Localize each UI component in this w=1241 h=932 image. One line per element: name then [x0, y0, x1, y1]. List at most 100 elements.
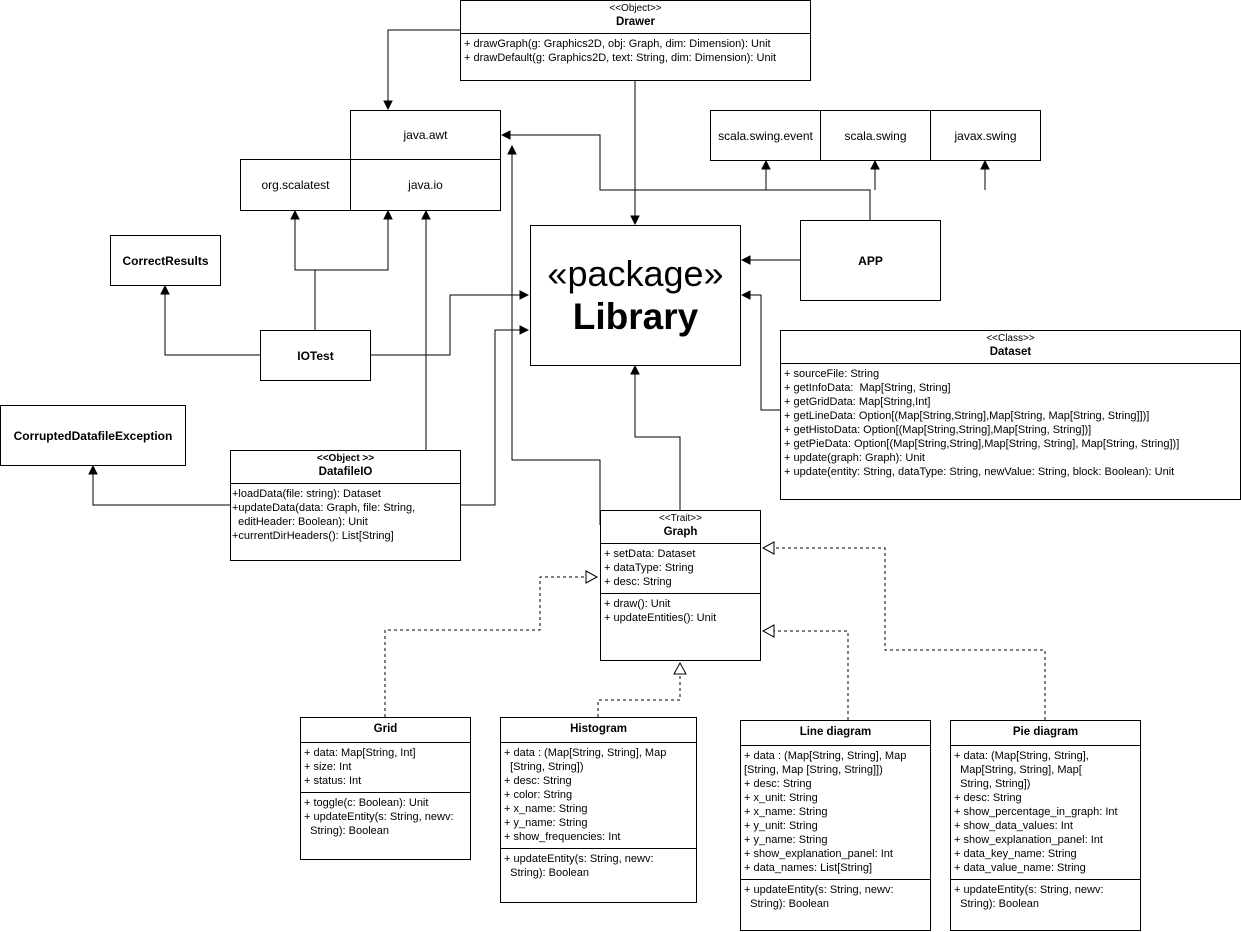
grid-name: Grid	[373, 723, 398, 735]
grid-attribute: + status: Int	[304, 775, 362, 787]
pie-diagram-attribute: + show_data_values: Int	[954, 820, 1073, 832]
graph-attributes: + setData: Dataset + dataType: String + …	[601, 544, 760, 593]
package-java-io-label: java.io	[408, 178, 443, 192]
line-diagram-name: Line diagram	[799, 726, 872, 738]
line-diagram-attribute: + y_unit: String	[744, 820, 818, 832]
histogram-attribute: + desc: String	[504, 775, 572, 787]
drawer-stereotype: <<Object>>	[609, 3, 662, 14]
histogram-name: Histogram	[570, 723, 627, 735]
graph-attribute: + desc: String	[604, 576, 672, 588]
dataset-member: + getInfoData: Map[String, String]	[784, 382, 951, 394]
corrupted-exception-label: CorruptedDatafileException	[13, 428, 173, 443]
package-javax-swing: javax.swing	[930, 110, 1041, 161]
histogram-attribute: + show_frequencies: Int	[504, 831, 621, 843]
datafile-io-method: +loadData(file: string): Dataset	[232, 488, 381, 500]
histogram-attribute: + y_name: String	[504, 817, 588, 829]
class-graph: <<Trait>> Graph + setData: Dataset + dat…	[600, 510, 761, 661]
class-correct-results: CorrectResults	[110, 235, 221, 286]
package-scala-swing-label: scala.swing	[844, 128, 907, 143]
dataset-members: + sourceFile: String + getInfoData: Map[…	[781, 364, 1240, 483]
histogram-method: + updateEntity(s: String, newv: String):…	[504, 853, 654, 879]
dataset-member: + sourceFile: String	[784, 368, 880, 380]
pie-diagram-attribute: + desc: String	[954, 792, 1022, 804]
line-diagram-attribute: + show_explanation_panel: Int	[744, 848, 893, 860]
pie-diagram-name: Pie diagram	[1012, 726, 1079, 738]
pie-diagram-attributes: + data: (Map[String, String], Map[String…	[951, 746, 1140, 879]
class-io-test: IOTest	[260, 330, 371, 381]
line-diagram-attribute: + y_name: String	[744, 834, 828, 846]
edge-line-realizes-graph	[761, 624, 849, 720]
graph-attribute: + dataType: String	[604, 562, 694, 574]
graph-method: + updateEntities(): Unit	[604, 612, 717, 624]
grid-method: + updateEntity(s: String, newv: String):…	[304, 811, 454, 837]
drawer-header: <<Object>> Drawer	[461, 1, 810, 34]
class-pie-diagram: Pie diagram + data: (Map[String, String]…	[950, 720, 1141, 931]
edge-iotest-to-correctresults	[165, 286, 260, 356]
dataset-member: + update(graph: Graph): Unit	[784, 452, 925, 464]
line-diagram-attribute: + x_unit: String	[744, 792, 818, 804]
grid-header: Grid	[301, 718, 470, 743]
edge-drawer-to-java-awt	[388, 29, 460, 109]
package-scala-swing-event-label: scala.swing.event	[718, 128, 813, 143]
grid-methods: + toggle(c: Boolean): Unit + updateEntit…	[301, 792, 470, 842]
edge-iotest-to-scalatest	[295, 211, 316, 330]
graph-name: Graph	[663, 526, 698, 538]
grid-method: + toggle(c: Boolean): Unit	[304, 797, 429, 809]
edge-grid-realizes-graph	[384, 570, 599, 717]
pie-diagram-methods: + updateEntity(s: String, newv: String):…	[951, 879, 1140, 915]
datafile-io-stereotype: <<Object >>	[316, 453, 375, 464]
pie-diagram-header: Pie diagram	[951, 721, 1140, 746]
dataset-stereotype: <<Class>>	[986, 333, 1035, 344]
package-scala-swing-event: scala.swing.event	[710, 110, 821, 161]
graph-header: <<Trait>> Graph	[601, 511, 760, 544]
dataset-member: + getGridData: Map[String,Int]	[784, 396, 931, 408]
drawer-name: Drawer	[616, 16, 655, 28]
dataset-member: + getHistoData: Option[(Map[String,Strin…	[784, 424, 1092, 436]
datafile-io-name: DatafileIO	[318, 466, 373, 478]
histogram-header: Histogram	[501, 718, 696, 743]
drawer-method: + drawGraph(g: Graphics2D, obj: Graph, d…	[464, 38, 771, 50]
dataset-header: <<Class>> Dataset	[781, 331, 1240, 364]
line-diagram-attributes: + data : (Map[String, String], Map [Stri…	[741, 746, 930, 879]
package-library: «package» Library	[530, 225, 741, 366]
edge-dataset-to-library	[742, 295, 780, 411]
pie-diagram-attribute: + data_value_name: String	[954, 862, 1086, 874]
datafile-io-methods: +loadData(file: string): Dataset +update…	[231, 484, 460, 547]
histogram-methods: + updateEntity(s: String, newv: String):…	[501, 848, 696, 884]
class-app: APP	[800, 220, 941, 301]
pie-diagram-attribute: + data: (Map[String, String], Map[String…	[954, 750, 1089, 790]
app-label: APP	[858, 253, 883, 268]
package-scala-swing: scala.swing	[820, 110, 931, 161]
graph-attribute: + setData: Dataset	[604, 548, 696, 560]
edge-iotest-to-library	[370, 295, 528, 356]
package-org-scalatest-label: org.scalatest	[261, 178, 330, 192]
class-datafile-io: <<Object >> DatafileIO +loadData(file: s…	[230, 450, 461, 561]
line-diagram-attribute: + desc: String	[744, 778, 812, 790]
pie-diagram-attribute: + show_explanation_panel: Int	[954, 834, 1103, 846]
dataset-member: + getLineData: Option[(Map[String,String…	[784, 410, 1150, 422]
dataset-member: + update(entity: String, dataType: Strin…	[784, 466, 1175, 478]
edge-datafileio-to-library	[460, 330, 528, 506]
package-javax-swing-label: javax.swing	[954, 128, 1017, 143]
class-line-diagram: Line diagram + data : (Map[String, Strin…	[740, 720, 931, 931]
datafile-io-method: +currentDirHeaders(): List[String]	[232, 530, 394, 542]
edge-datafileio-to-corrupted	[93, 466, 230, 506]
line-diagram-attribute: + data : (Map[String, String], Map [Stri…	[744, 750, 907, 776]
graph-stereotype: <<Trait>>	[659, 513, 702, 524]
grid-attribute: + data: Map[String, Int]	[304, 747, 416, 759]
package-org-scalatest: org.scalatest	[240, 159, 351, 211]
line-diagram-method: + updateEntity(s: String, newv: String):…	[744, 884, 894, 910]
histogram-attribute: + data : (Map[String, String], Map [Stri…	[504, 747, 667, 773]
line-diagram-header: Line diagram	[741, 721, 930, 746]
pie-diagram-method: + updateEntity(s: String, newv: String):…	[954, 884, 1104, 910]
io-test-label: IOTest	[297, 348, 334, 363]
class-grid: Grid + data: Map[String, Int] + size: In…	[300, 717, 471, 860]
drawer-method: + drawDefault(g: Graphics2D, text: Strin…	[464, 52, 777, 64]
package-java-io: java.io	[350, 159, 501, 211]
edge-iotest-to-java-io	[315, 211, 388, 271]
line-diagram-methods: + updateEntity(s: String, newv: String):…	[741, 879, 930, 915]
pie-diagram-attribute: + data_key_name: String	[954, 848, 1077, 860]
edge-pie-realizes-graph	[761, 541, 1046, 720]
line-diagram-attribute: + x_name: String	[744, 806, 828, 818]
package-java-awt: java.awt	[350, 110, 501, 160]
